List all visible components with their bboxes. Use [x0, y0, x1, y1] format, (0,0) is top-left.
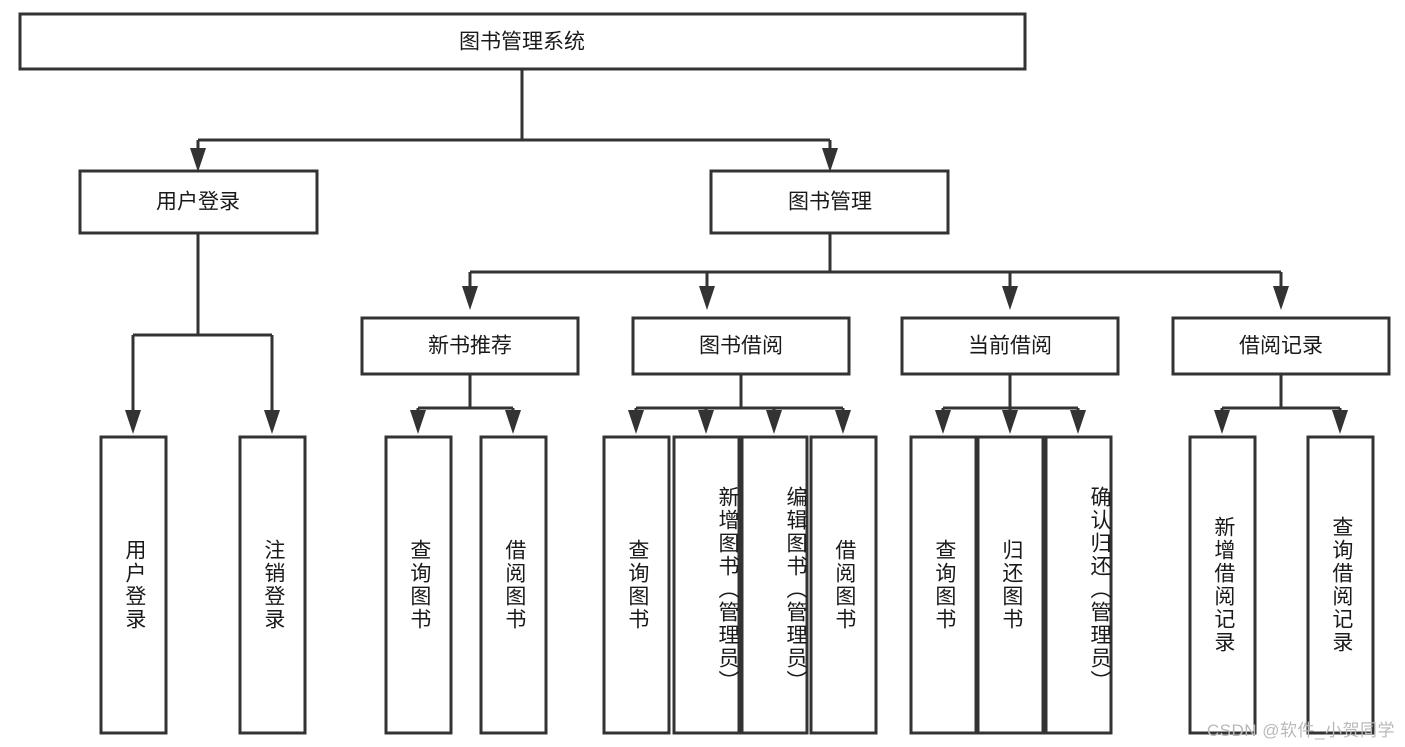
arrow-head-icon [125, 410, 141, 434]
connector-root-to-level1 [190, 69, 838, 172]
node-current-borrow[interactable]: 当前借阅 [900, 316, 1120, 376]
book-management-label: 图书管理 [788, 191, 872, 214]
leaf-box-logout[interactable] [238, 435, 307, 735]
arrow-head-icon [935, 410, 951, 434]
leaf-box-query-book-current[interactable] [909, 435, 978, 735]
node-root[interactable]: 图书管理系统 [18, 12, 1027, 71]
leaf-box-query-book-borrow[interactable] [602, 435, 671, 735]
arrow-head-icon [1002, 286, 1018, 310]
arrow-head-icon [766, 410, 782, 434]
connector-book-borrow-to-leaves [628, 374, 851, 434]
new-book-recommend-label: 新书推荐 [428, 335, 512, 358]
leaf-box-return-book[interactable] [976, 435, 1045, 735]
arrow-head-icon [1214, 410, 1230, 434]
user-login-box[interactable] [78, 169, 319, 235]
current-borrow-label: 当前借阅 [968, 335, 1052, 358]
root-label: 图书管理系统 [459, 31, 585, 54]
leaf-box-user-login[interactable] [99, 435, 168, 735]
leaf-box-borrow-book-recommend[interactable] [479, 435, 548, 735]
arrow-head-icon [822, 148, 838, 172]
connector-borrow-record-to-leaves [1214, 374, 1348, 434]
arrow-head-icon [410, 410, 426, 434]
user-login-label: 用户登录 [156, 191, 240, 214]
arrow-head-icon [505, 410, 521, 434]
current-borrow-box[interactable] [900, 316, 1120, 376]
arrow-head-icon [1070, 410, 1086, 434]
leaf-box-edit-book[interactable] [740, 435, 809, 735]
arrow-head-icon [462, 286, 478, 310]
leaf-box-borrow-book[interactable] [809, 435, 878, 735]
node-book-management[interactable]: 图书管理 [709, 169, 950, 235]
connector-current-borrow-to-leaves [935, 374, 1086, 434]
leaf-box-query-borrow-record[interactable] [1306, 435, 1375, 735]
book-borrow-label: 图书借阅 [699, 335, 783, 358]
root-box[interactable] [18, 12, 1027, 71]
csdn-watermark: CSDN @软件_小贺同学 [1206, 721, 1395, 740]
leaf-box-confirm-return[interactable] [1044, 435, 1113, 735]
node-book-borrow[interactable]: 图书借阅 [631, 316, 851, 376]
arrow-head-icon [1002, 410, 1018, 434]
connector-new-book-recommend-to-leaves [410, 374, 521, 434]
leaf-box-query-book-recommend[interactable] [384, 435, 453, 735]
arrow-head-icon [628, 410, 644, 434]
arrow-head-icon [1273, 286, 1289, 310]
arrow-head-icon [264, 410, 280, 434]
arrow-head-icon [698, 410, 714, 434]
connector-book-management-to-level2 [462, 233, 1289, 310]
connector-user-login-to-leaves [125, 233, 280, 434]
node-borrow-record[interactable]: 借阅记录 [1171, 316, 1391, 376]
arrow-head-icon [835, 410, 851, 434]
arrow-head-icon [1332, 410, 1348, 434]
borrow-record-label: 借阅记录 [1239, 335, 1323, 358]
leaf-box-add-book[interactable] [672, 435, 741, 735]
arrow-head-icon [699, 286, 715, 310]
new-book-recommend-box[interactable] [360, 316, 580, 376]
node-new-book-recommend[interactable]: 新书推荐 [360, 316, 580, 376]
arrow-head-icon [190, 148, 206, 172]
node-user-login[interactable]: 用户登录 [78, 169, 319, 235]
leaf-box-add-borrow-record[interactable] [1188, 435, 1257, 735]
